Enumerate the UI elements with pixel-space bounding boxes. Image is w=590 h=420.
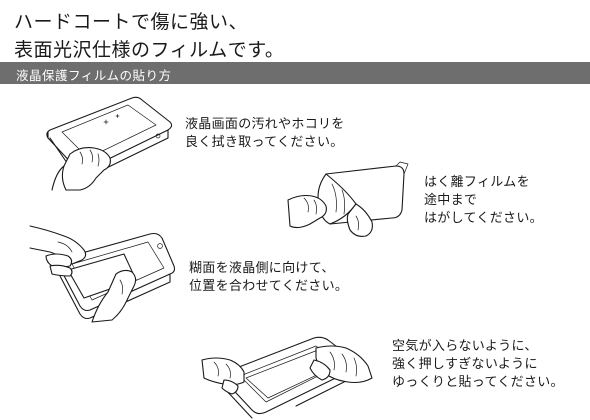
section-bar-label: 液晶保護フィルムの貼り方 <box>16 68 172 83</box>
step-1-line-1: 液晶画面の汚れやホコリを <box>185 117 345 132</box>
align-film-illustration <box>29 225 176 323</box>
step-1-line-2: 良く拭き取ってください。 <box>185 135 344 150</box>
step-1-text: 液晶画面の汚れやホコリを 良く拭き取ってください。 <box>185 116 345 152</box>
step-4-text: 空気が入らないように、 強く押しすぎないように ゆっくりと貼ってください。 <box>392 338 564 392</box>
step-2-line-3: はがしてください。 <box>424 211 543 226</box>
step-4-line-3: ゆっくりと貼ってください。 <box>392 375 564 390</box>
press-film-illustration <box>201 336 373 419</box>
step-4-line-1: 空気が入らないように、 <box>392 339 538 354</box>
section-bar: 液晶保護フィルムの貼り方 <box>0 62 590 84</box>
step-4-line-2: 強く押しすぎないように <box>392 357 538 372</box>
step-3-text: 糊面を液晶側に向けて、 位置を合わせてください。 <box>189 260 348 296</box>
step-2-line-1: はく離フィルムを <box>424 175 530 190</box>
step-3-line-1: 糊面を液晶側に向けて、 <box>189 261 335 276</box>
step-2-line-2: 途中まで <box>424 193 478 208</box>
peel-film-illustration <box>287 161 409 237</box>
headline: ハードコートで傷に強い、 表面光沢仕様のフィルムです。 <box>14 8 574 64</box>
headline-line-1: ハードコートで傷に強い、 <box>14 11 249 33</box>
wipe-screen-illustration <box>46 96 173 191</box>
step-2-text: はく離フィルムを 途中まで はがしてください。 <box>424 174 543 228</box>
step-3-line-2: 位置を合わせてください。 <box>189 279 349 294</box>
headline-line-2: 表面光沢仕様のフィルムです。 <box>14 39 285 61</box>
